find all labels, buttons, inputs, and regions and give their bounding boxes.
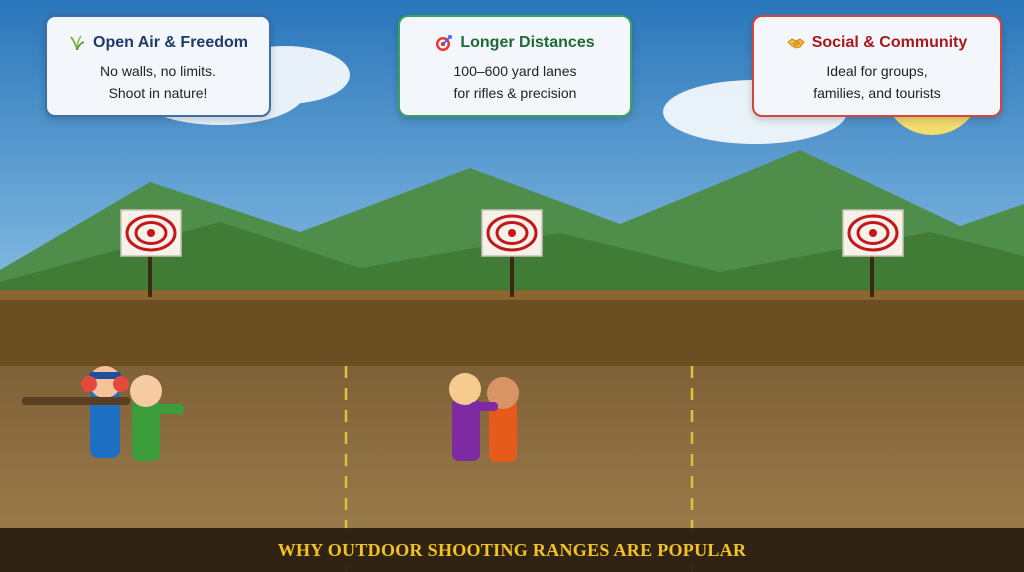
card-line: No walls, no limits. bbox=[100, 63, 216, 79]
footer-title: WHY OUTDOOR SHOOTING RANGES ARE POPULAR bbox=[277, 539, 747, 560]
person-purple bbox=[449, 373, 481, 461]
card-line: 100–600 yard lanes bbox=[453, 63, 577, 79]
card-title-text: Open Air & Freedom bbox=[93, 34, 248, 51]
card-title-text: Longer Distances bbox=[460, 34, 595, 51]
target-stand-1 bbox=[119, 208, 183, 297]
card-title: Open Air & Freedom bbox=[47, 34, 269, 52]
footer-banner: WHY OUTDOOR SHOOTING RANGES ARE POPULAR bbox=[0, 528, 1024, 572]
card-line: for rifles & precision bbox=[453, 85, 577, 101]
companion-figure bbox=[130, 375, 184, 461]
target-stand-2 bbox=[480, 208, 544, 297]
person-orange bbox=[470, 377, 519, 462]
card-line: Shoot in nature! bbox=[108, 85, 208, 101]
card-title-text: Social & Community bbox=[811, 34, 968, 51]
card-line: Ideal for groups, bbox=[826, 63, 928, 79]
card-title: Social & Community bbox=[754, 34, 1000, 52]
shooter-with-rifle bbox=[22, 366, 130, 458]
berm bbox=[0, 300, 1024, 366]
card-longer-distances: Longer Distances 100–600 yard lanes for … bbox=[398, 15, 632, 117]
card-line: families, and tourists bbox=[813, 85, 941, 101]
grass-icon bbox=[68, 34, 86, 52]
card-title: Longer Distances bbox=[400, 34, 630, 52]
handshake-icon bbox=[786, 34, 805, 52]
card-social-community: Social & Community Ideal for groups, fam… bbox=[752, 15, 1002, 117]
target-stand-3 bbox=[841, 208, 905, 297]
card-open-air-freedom: Open Air & Freedom No walls, no limits. … bbox=[45, 15, 271, 117]
target-icon bbox=[435, 34, 453, 52]
